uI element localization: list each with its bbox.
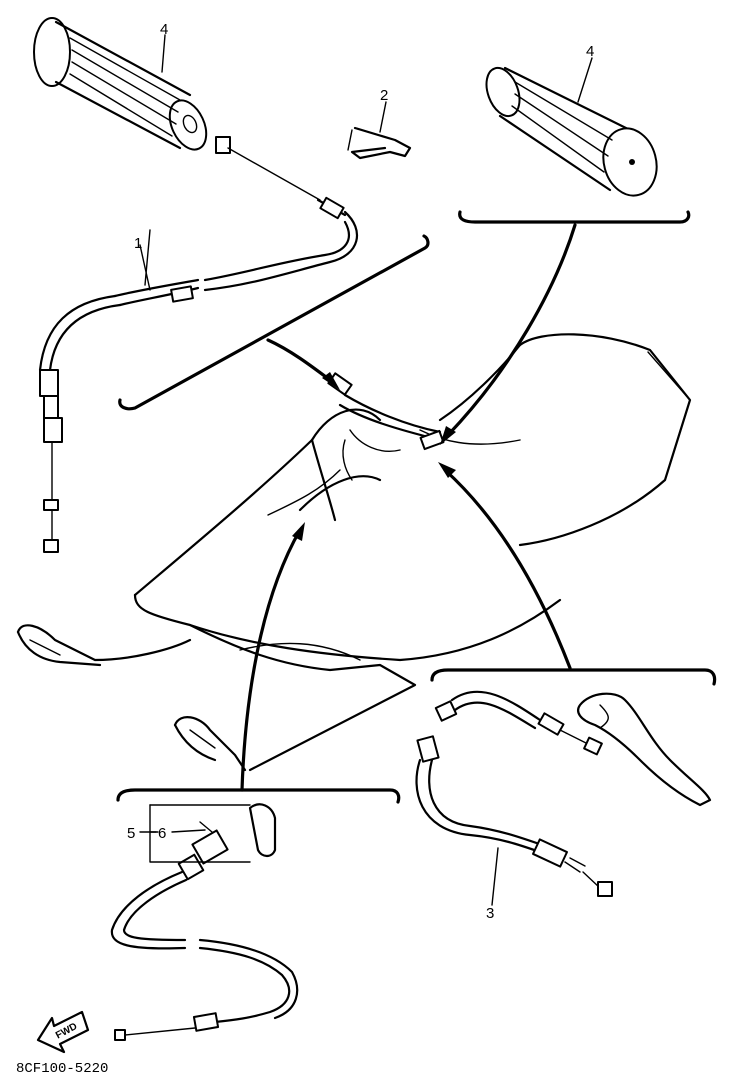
arrowhead-lower-left xyxy=(292,522,305,541)
grip-left xyxy=(33,17,208,151)
leader-bracket-lower-right xyxy=(430,668,717,686)
arrowhead-upper-left xyxy=(322,372,340,390)
callout-leader-3 xyxy=(491,847,499,906)
callout-leader-4-left xyxy=(161,34,166,73)
callout-number-6: 6 xyxy=(158,825,166,842)
callout-leader-1 xyxy=(139,244,151,291)
callout-number-4-left: 4 xyxy=(160,21,168,38)
callout-number-1: 1 xyxy=(134,235,142,252)
leader-line-lower-right xyxy=(443,468,572,670)
callout-number-3: 3 xyxy=(486,905,494,922)
callout-leader-2 xyxy=(379,101,387,133)
leader-line-upper-right xyxy=(446,223,577,437)
arrowhead-upper-right xyxy=(440,426,456,445)
choke-assembly xyxy=(110,803,299,1041)
leader-bracket-lower-left xyxy=(116,788,401,804)
arrowhead-lower-right xyxy=(438,462,456,478)
brake-lever xyxy=(577,692,712,807)
leader-line-lower-left xyxy=(240,528,302,792)
callout-leader-4-right xyxy=(577,57,593,103)
callout-number-4-right: 4 xyxy=(586,43,594,60)
leader-bracket-upper-right xyxy=(458,210,691,224)
clip-part xyxy=(347,126,412,160)
leader-line-upper-left xyxy=(266,338,332,382)
callout-number-2: 2 xyxy=(380,87,388,104)
callout-number-5: 5 xyxy=(127,825,135,842)
snowmobile-body xyxy=(16,333,692,772)
forward-arrow-icon: FWD xyxy=(36,1010,90,1054)
handlebar-assembly xyxy=(327,372,445,481)
leader-bracket-upper-left xyxy=(118,234,430,411)
throttle-cable xyxy=(38,136,359,553)
callout-leader-6 xyxy=(171,829,206,833)
brake-cable xyxy=(415,690,613,897)
drawing-code: 8CF100-5220 xyxy=(16,1061,108,1077)
grip-right xyxy=(485,66,658,197)
